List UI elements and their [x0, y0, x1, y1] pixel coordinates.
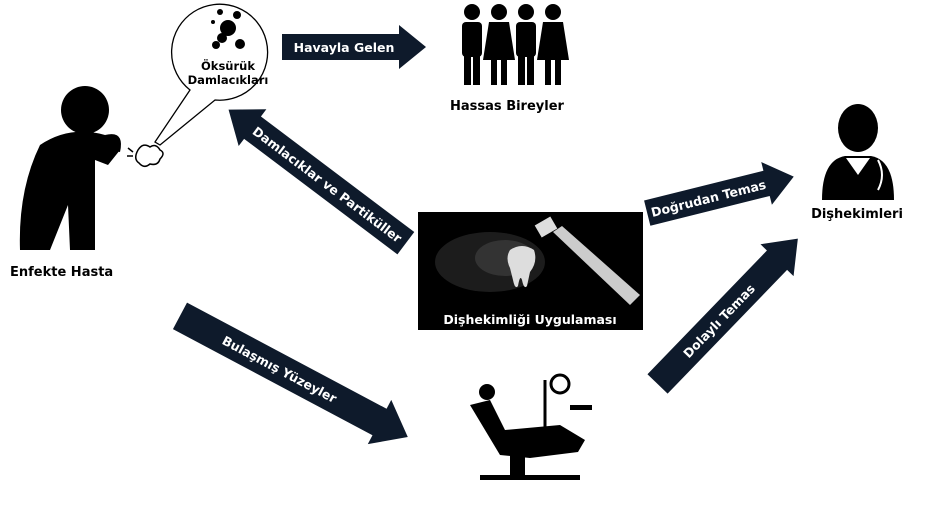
infected-patient-label: Enfekte Hasta: [10, 265, 113, 280]
coughing-patient-icon: [19, 86, 121, 250]
arrow-contaminated-surfaces-label: Bulaşmış Yüzeyler: [220, 333, 340, 407]
cough-puff-icon: [127, 144, 164, 167]
tooth-icon: [507, 246, 536, 288]
arrow-contaminated-surfaces: Bulaşmış Yüzeyler: [172, 302, 408, 445]
speech-bubble: Öksürük Damlacıkları: [154, 3, 269, 146]
dental-chair-icon: [470, 373, 592, 480]
arrow-airborne: Havayla Gelen: [282, 25, 426, 69]
arrow-airborne-label: Havayla Gelen: [294, 40, 395, 55]
dental-practice-panel: Dişhekimliği Uygulaması: [418, 212, 643, 330]
arrow-indirect-contact-label: Dolaylı Temas: [680, 281, 758, 361]
dental-practice-label: Dişhekimliği Uygulaması: [443, 312, 616, 327]
cough-droplets-label-1: Öksürük: [201, 58, 255, 73]
arrow-droplets-particles: Damlacıklar ve Partiküller: [228, 109, 415, 255]
sensitive-individuals-label: Hassas Bireyler: [450, 99, 565, 114]
arrow-indirect-contact: Dolaylı Temas: [647, 238, 798, 394]
dentist-icon: [822, 104, 894, 200]
dentists-label: Dişhekimleri: [811, 207, 903, 222]
arrow-direct-contact: Doğrudan Temas: [644, 162, 794, 226]
cough-droplets-label-2: Damlacıkları: [188, 73, 269, 87]
people-group-icon: [462, 4, 569, 85]
arrow-droplets-particles-label: Damlacıklar ve Partiküller: [250, 124, 406, 247]
dental-handpiece-icon: [534, 216, 640, 305]
droplets-icon: [211, 9, 245, 49]
